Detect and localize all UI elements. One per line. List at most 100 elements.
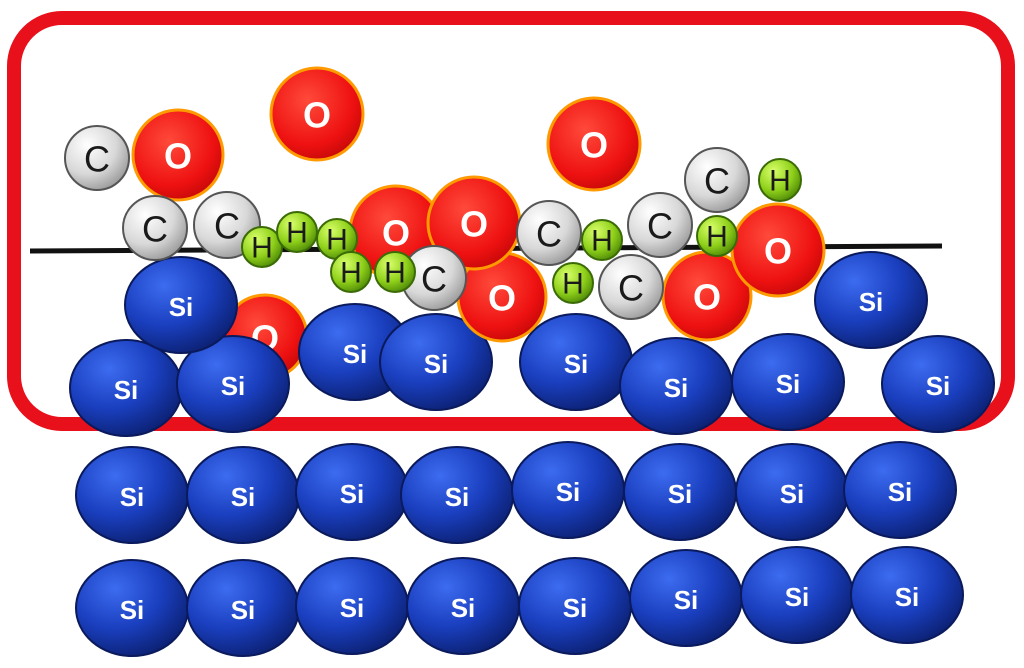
silicon-sphere bbox=[881, 335, 995, 433]
silicon-label: Si bbox=[888, 477, 913, 507]
silicon-atom-20: Si bbox=[379, 313, 493, 411]
silicon-label: Si bbox=[340, 479, 365, 509]
carbon-atom-42: C bbox=[684, 147, 750, 213]
silicon-label: Si bbox=[564, 349, 589, 379]
carbon-label: C bbox=[618, 268, 644, 309]
silicon-label: Si bbox=[926, 371, 951, 401]
carbon-label: C bbox=[536, 214, 562, 255]
hydrogen-sphere bbox=[241, 226, 283, 268]
hydrogen-atom-49: H bbox=[581, 219, 623, 261]
carbon-label: C bbox=[142, 209, 168, 250]
silicon-label: Si bbox=[556, 477, 581, 507]
carbon-sphere bbox=[598, 254, 664, 320]
silicon-label: Si bbox=[114, 375, 139, 405]
carbon-atom-39: C bbox=[516, 200, 582, 266]
silicon-label: Si bbox=[231, 482, 256, 512]
silicon-sphere bbox=[176, 335, 290, 433]
oxygen-label: O bbox=[164, 136, 192, 177]
oxygen-sphere bbox=[546, 96, 642, 192]
silicon-label: Si bbox=[785, 582, 810, 612]
silicon-atom-11: Si bbox=[400, 446, 514, 544]
hydrogen-label: H bbox=[562, 268, 584, 301]
silicon-sphere bbox=[843, 441, 957, 539]
silicon-atom-6: Si bbox=[740, 546, 854, 644]
oxygen-label: O bbox=[460, 204, 488, 245]
hydrogen-label: H bbox=[251, 232, 273, 265]
hydrogen-sphere bbox=[581, 219, 623, 261]
hydrogen-sphere bbox=[330, 251, 372, 293]
silicon-atom-21: Si bbox=[519, 313, 633, 411]
hydrogen-atom-48: H bbox=[552, 262, 594, 304]
hydrogen-atom-45: H bbox=[316, 218, 358, 260]
silicon-atom-14: Si bbox=[735, 443, 849, 541]
silicon-atom-10: Si bbox=[295, 443, 409, 541]
silicon-label: Si bbox=[231, 595, 256, 625]
hydrogen-sphere bbox=[696, 215, 738, 257]
carbon-sphere bbox=[627, 192, 693, 258]
silicon-label: Si bbox=[668, 479, 693, 509]
carbon-label: C bbox=[421, 259, 447, 300]
hydrogen-atom-44: H bbox=[276, 211, 318, 253]
carbon-atom-36: C bbox=[122, 195, 188, 261]
carbon-atom-41: C bbox=[627, 192, 693, 258]
carbon-atom-40: C bbox=[598, 254, 664, 320]
silicon-sphere bbox=[124, 256, 238, 354]
hydrogen-atom-46: H bbox=[330, 251, 372, 293]
hydrogen-label: H bbox=[384, 257, 406, 290]
silicon-label: Si bbox=[221, 371, 246, 401]
carbon-sphere bbox=[64, 125, 130, 191]
silicon-atom-7: Si bbox=[850, 546, 964, 644]
oxygen-atom-27: O bbox=[456, 251, 548, 343]
silicon-atom-4: Si bbox=[518, 557, 632, 655]
silicon-atom-17: Si bbox=[69, 339, 183, 437]
carbon-atom-38: C bbox=[401, 245, 467, 311]
silicon-label: Si bbox=[340, 593, 365, 623]
silicon-atom-12: Si bbox=[511, 441, 625, 539]
silicon-atom-13: Si bbox=[623, 443, 737, 541]
carbon-sphere bbox=[516, 200, 582, 266]
silicon-atom-5: Si bbox=[629, 549, 743, 647]
oxygen-sphere bbox=[269, 66, 365, 162]
silicon-atom-25: Si bbox=[124, 256, 238, 354]
silicon-atom-0: Si bbox=[75, 559, 189, 657]
silicon-label: Si bbox=[451, 593, 476, 623]
hydrogen-label: H bbox=[769, 165, 791, 198]
oxygen-label: O bbox=[580, 125, 608, 166]
silicon-label: Si bbox=[776, 369, 801, 399]
oxygen-label: O bbox=[303, 95, 331, 136]
silicon-atom-8: Si bbox=[75, 446, 189, 544]
silicon-atom-1: Si bbox=[186, 559, 300, 657]
oxygen-atom-33: O bbox=[131, 108, 225, 202]
hydrogen-label: H bbox=[340, 257, 362, 290]
oxygen-label: O bbox=[382, 213, 410, 254]
oxygen-label: O bbox=[693, 277, 721, 318]
silicon-atom-26: Si bbox=[814, 251, 928, 349]
silicon-label: Si bbox=[169, 292, 194, 322]
silicon-label: Si bbox=[563, 593, 588, 623]
oxygen-atom-34: O bbox=[546, 96, 642, 192]
carbon-sphere bbox=[684, 147, 750, 213]
hydrogen-label: H bbox=[286, 217, 308, 250]
oxygen-atom-29: O bbox=[730, 202, 826, 298]
hydrogen-label: H bbox=[326, 224, 348, 257]
silicon-atom-23: Si bbox=[731, 333, 845, 431]
hydrogen-sphere bbox=[276, 211, 318, 253]
hydrogen-atom-47: H bbox=[374, 251, 416, 293]
highlight-frame bbox=[7, 11, 1015, 431]
hydrogen-atom-51: H bbox=[758, 158, 802, 202]
silicon-atom-24: Si bbox=[881, 335, 995, 433]
silicon-sphere bbox=[731, 333, 845, 431]
carbon-label: C bbox=[214, 206, 240, 247]
silicon-atom-2: Si bbox=[295, 557, 409, 655]
oxygen-atom-32: O bbox=[269, 66, 365, 162]
silicon-atom-22: Si bbox=[619, 337, 733, 435]
silicon-label: Si bbox=[120, 482, 145, 512]
silicon-atom-15: Si bbox=[843, 441, 957, 539]
hydrogen-sphere bbox=[374, 251, 416, 293]
silicon-atom-18: Si bbox=[176, 335, 290, 433]
hydrogen-label: H bbox=[591, 225, 613, 258]
hydrogen-sphere bbox=[552, 262, 594, 304]
